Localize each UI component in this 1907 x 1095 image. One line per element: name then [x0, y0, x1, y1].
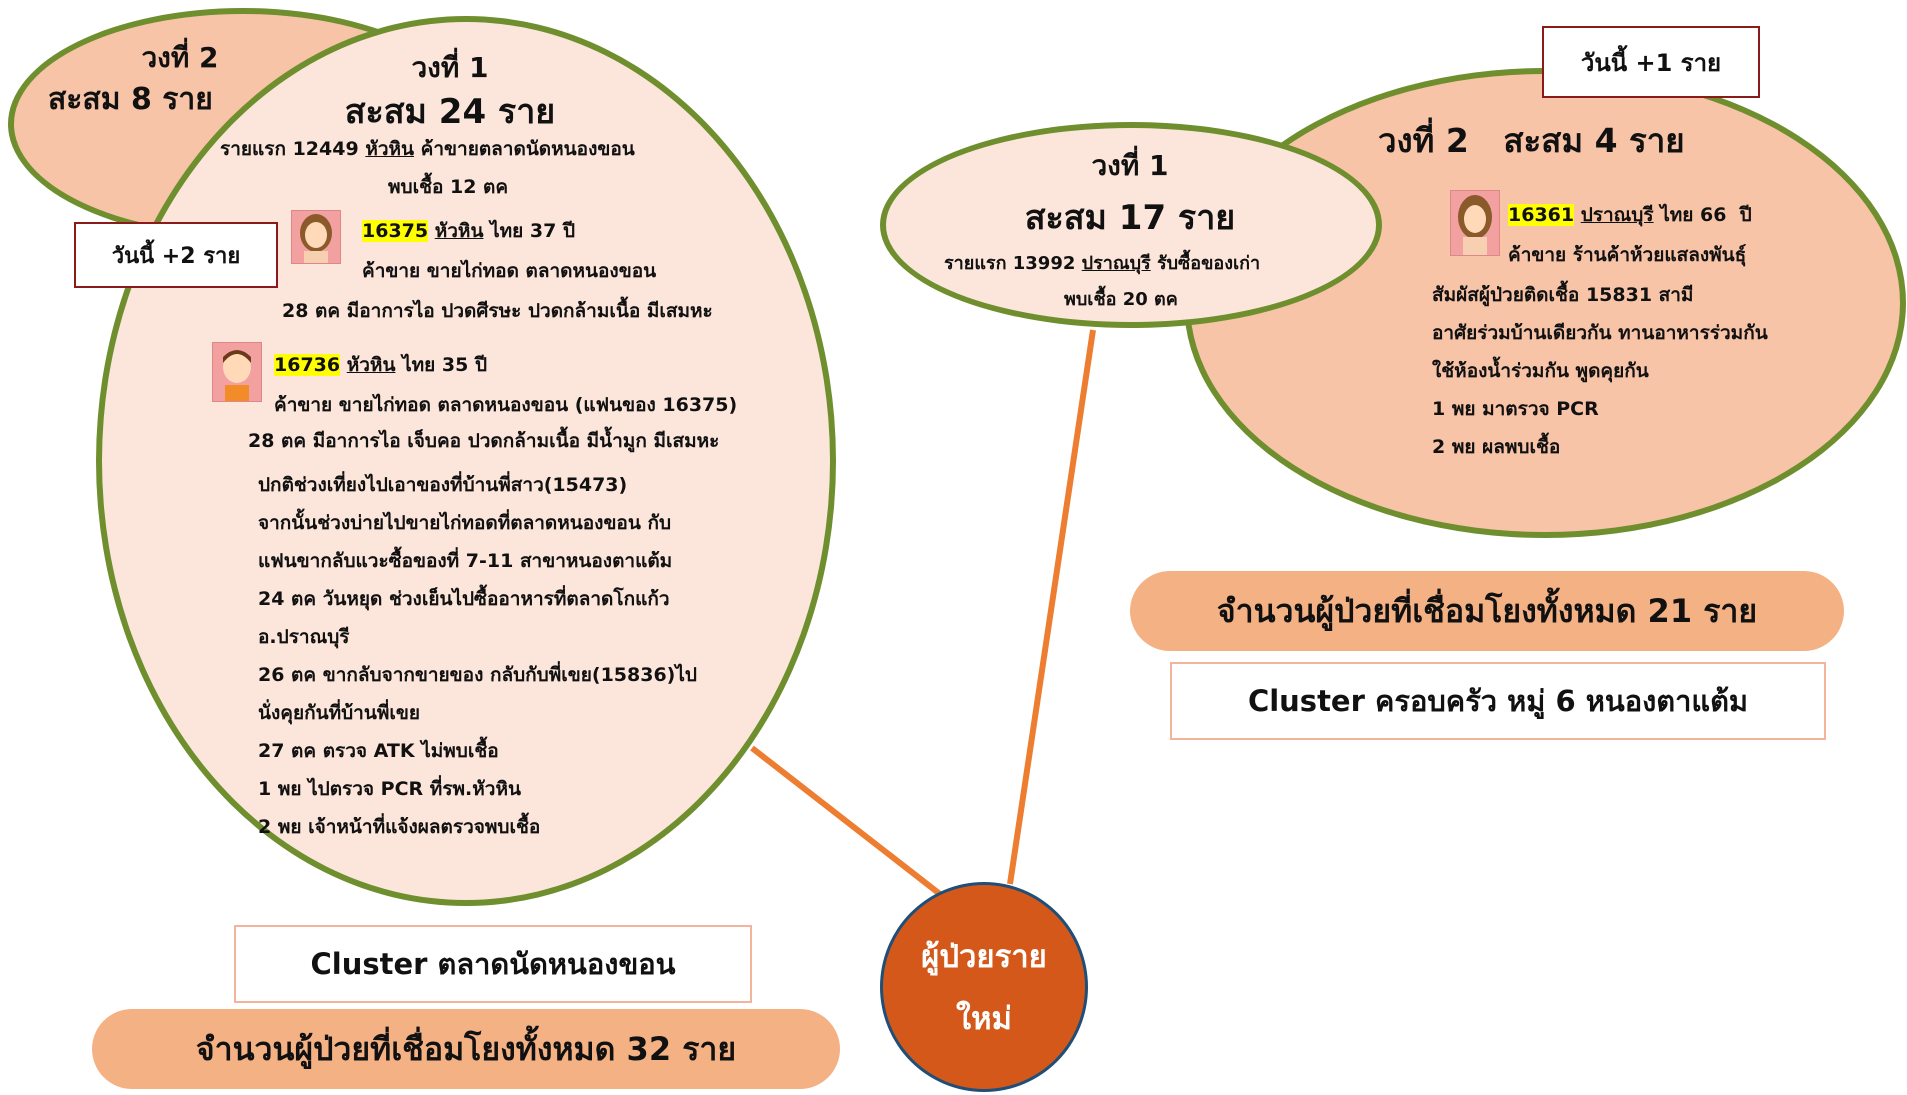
connector-left: [750, 745, 947, 901]
left-ring1-title: วงที่ 1: [411, 51, 489, 84]
left-case2-info: ไทย 35 ปี: [402, 354, 488, 376]
left-case2-id: 16736: [274, 354, 341, 376]
left-case1-line2: ค้าขาย ขายไก่ทอด ตลาดหนองขอน: [362, 260, 657, 282]
left-ring2-total: สะสม 8 ราย: [48, 82, 213, 117]
right-today-box: วันนี้ +1 ราย: [1542, 26, 1760, 98]
left-total-linked: จำนวนผู้ป่วยที่เชื่อมโยงทั้งหมด 32 ราย: [92, 1009, 840, 1089]
timeline-item: 2 พย เจ้าหน้าที่แจ้งผลตรวจพบเชื้อ: [258, 816, 541, 838]
left-first-case-place: หัวหิน: [365, 138, 415, 160]
left-case1-line3: 28 ตค มีอาการไอ ปวดศีรษะ ปวดกล้ามเนื้อ ม…: [282, 300, 713, 322]
left-case2-line2: ค้าขาย ขายไก่ทอด ตลาดหนองขอน (แฟนของ 163…: [274, 394, 738, 416]
left-ring1-total: สะสม 24 ราย: [344, 92, 556, 132]
timeline-item: แฟนขากลับแวะซื้อของที่ 7-11 สาขาหนองตาแต…: [258, 550, 673, 572]
left-cluster-name: Cluster ตลาดนัดหนองขอน: [234, 925, 752, 1003]
timeline-item: จากนั้นช่วงบ่ายไปขายไก่ทอดที่ตลาดหนองขอน…: [258, 512, 672, 534]
right-case-detail: ค้าขาย ร้านค้าห้วยแสลงพันธุ์: [1508, 244, 1747, 266]
left-case1-id: 16375: [362, 220, 429, 242]
left-ring2-title: วงที่ 2: [141, 41, 219, 74]
timeline-item: 26 ตค ขากลับจากขายของ กลับกับพี่เขย(1583…: [258, 664, 697, 686]
left-case2-place: หัวหิน: [346, 354, 396, 376]
male-avatar-icon: [212, 342, 262, 402]
connector-right: [1007, 329, 1096, 885]
right-case-line1: 16361 ปราณบุรี ไทย 66 ปี: [1508, 200, 1752, 230]
right-first-case-prefix: รายแรก 13992: [944, 253, 1076, 274]
left-first-case-prefix: รายแรก 12449: [220, 138, 359, 160]
right-ring1-total: สะสม 17 ราย: [1024, 198, 1236, 238]
new-patient-line1: ผู้ป่วยราย: [921, 939, 1047, 975]
right-first-case-suffix: รับซื้อของเก่า: [1156, 253, 1261, 274]
female-avatar-icon: [291, 210, 341, 264]
timeline-item: 24 ตค วันหยุด ช่วงเย็นไปซื้ออาหารที่ตลาด…: [258, 588, 670, 610]
right-first-case-place: ปราณบุรี: [1081, 253, 1151, 274]
right-case-place: ปราณบุรี: [1580, 204, 1654, 226]
left-case1-place: หัวหิน: [434, 220, 484, 242]
female-avatar-icon: [1450, 190, 1500, 256]
left-ring1-ellipse: [96, 16, 836, 906]
timeline-item: 27 ตค ตรวจ ATK ไม่พบเชื้อ: [258, 740, 499, 762]
left-today-box: วันนี้ +2 ราย: [74, 222, 278, 288]
timeline-item: 1 พย ไปตรวจ PCR ที่รพ.หัวหิน: [258, 778, 521, 800]
right-case-detail: 1 พย มาตรวจ PCR: [1432, 398, 1599, 420]
right-case-info: ไทย 66 ปี: [1660, 204, 1752, 226]
right-found: พบเชื้อ 20 ตค: [1064, 289, 1178, 310]
left-first-case: รายแรก 12449 หัวหิน ค้าขายตลาดนัดหนองขอน: [220, 134, 635, 164]
new-patient-node: ผู้ป่วยราย ใหม่: [880, 882, 1088, 1092]
right-case-detail: อาศัยร่วมบ้านเดียวกัน ทานอาหารร่วมกัน: [1432, 322, 1768, 344]
right-case-detail: ใช้ห้องน้ำร่วมกัน พูดคุยกัน: [1432, 360, 1649, 382]
left-case1-line1: 16375 หัวหิน ไทย 37 ปี: [362, 216, 575, 246]
right-case-id: 16361: [1508, 204, 1575, 226]
timeline-item: อ.ปราณบุรี: [258, 626, 350, 648]
left-first-case-suffix: ค้าขายตลาดนัดหนองขอน: [420, 138, 635, 160]
right-cluster-name: Cluster ครอบครัว หมู่ 6 หนองตาแต้ม: [1170, 662, 1826, 740]
right-ring1-ellipse: [880, 122, 1382, 328]
timeline-item: ปกติช่วงเที่ยงไปเอาของที่บ้านพี่สาว(1547…: [258, 474, 628, 496]
left-case2-line1: 16736 หัวหิน ไทย 35 ปี: [274, 350, 487, 380]
right-ring2-title: วงที่ 2 สะสม 4 ราย: [1378, 121, 1685, 160]
timeline-item: นั่งคุยกันที่บ้านพี่เขย: [258, 702, 420, 724]
right-first-case: รายแรก 13992 ปราณบุรี รับซื้อของเก่า: [944, 248, 1260, 277]
right-case-detail: สัมผัสผู้ป่วยติดเชื้อ 15831 สามี: [1432, 284, 1694, 306]
left-case1-info: ไทย 37 ปี: [490, 220, 576, 242]
new-patient-line2: ใหม่: [955, 1001, 1012, 1037]
right-case-detail: 2 พย ผลพบเชื้อ: [1432, 436, 1561, 458]
right-ring1-title: วงที่ 1: [1091, 149, 1169, 182]
left-case2-line3: 28 ตค มีอาการไอ เจ็บคอ ปวดกล้ามเนื้อ มีน…: [248, 430, 720, 452]
left-found: พบเชื้อ 12 ตค: [388, 176, 509, 198]
right-total-linked: จำนวนผู้ป่วยที่เชื่อมโยงทั้งหมด 21 ราย: [1130, 571, 1844, 651]
